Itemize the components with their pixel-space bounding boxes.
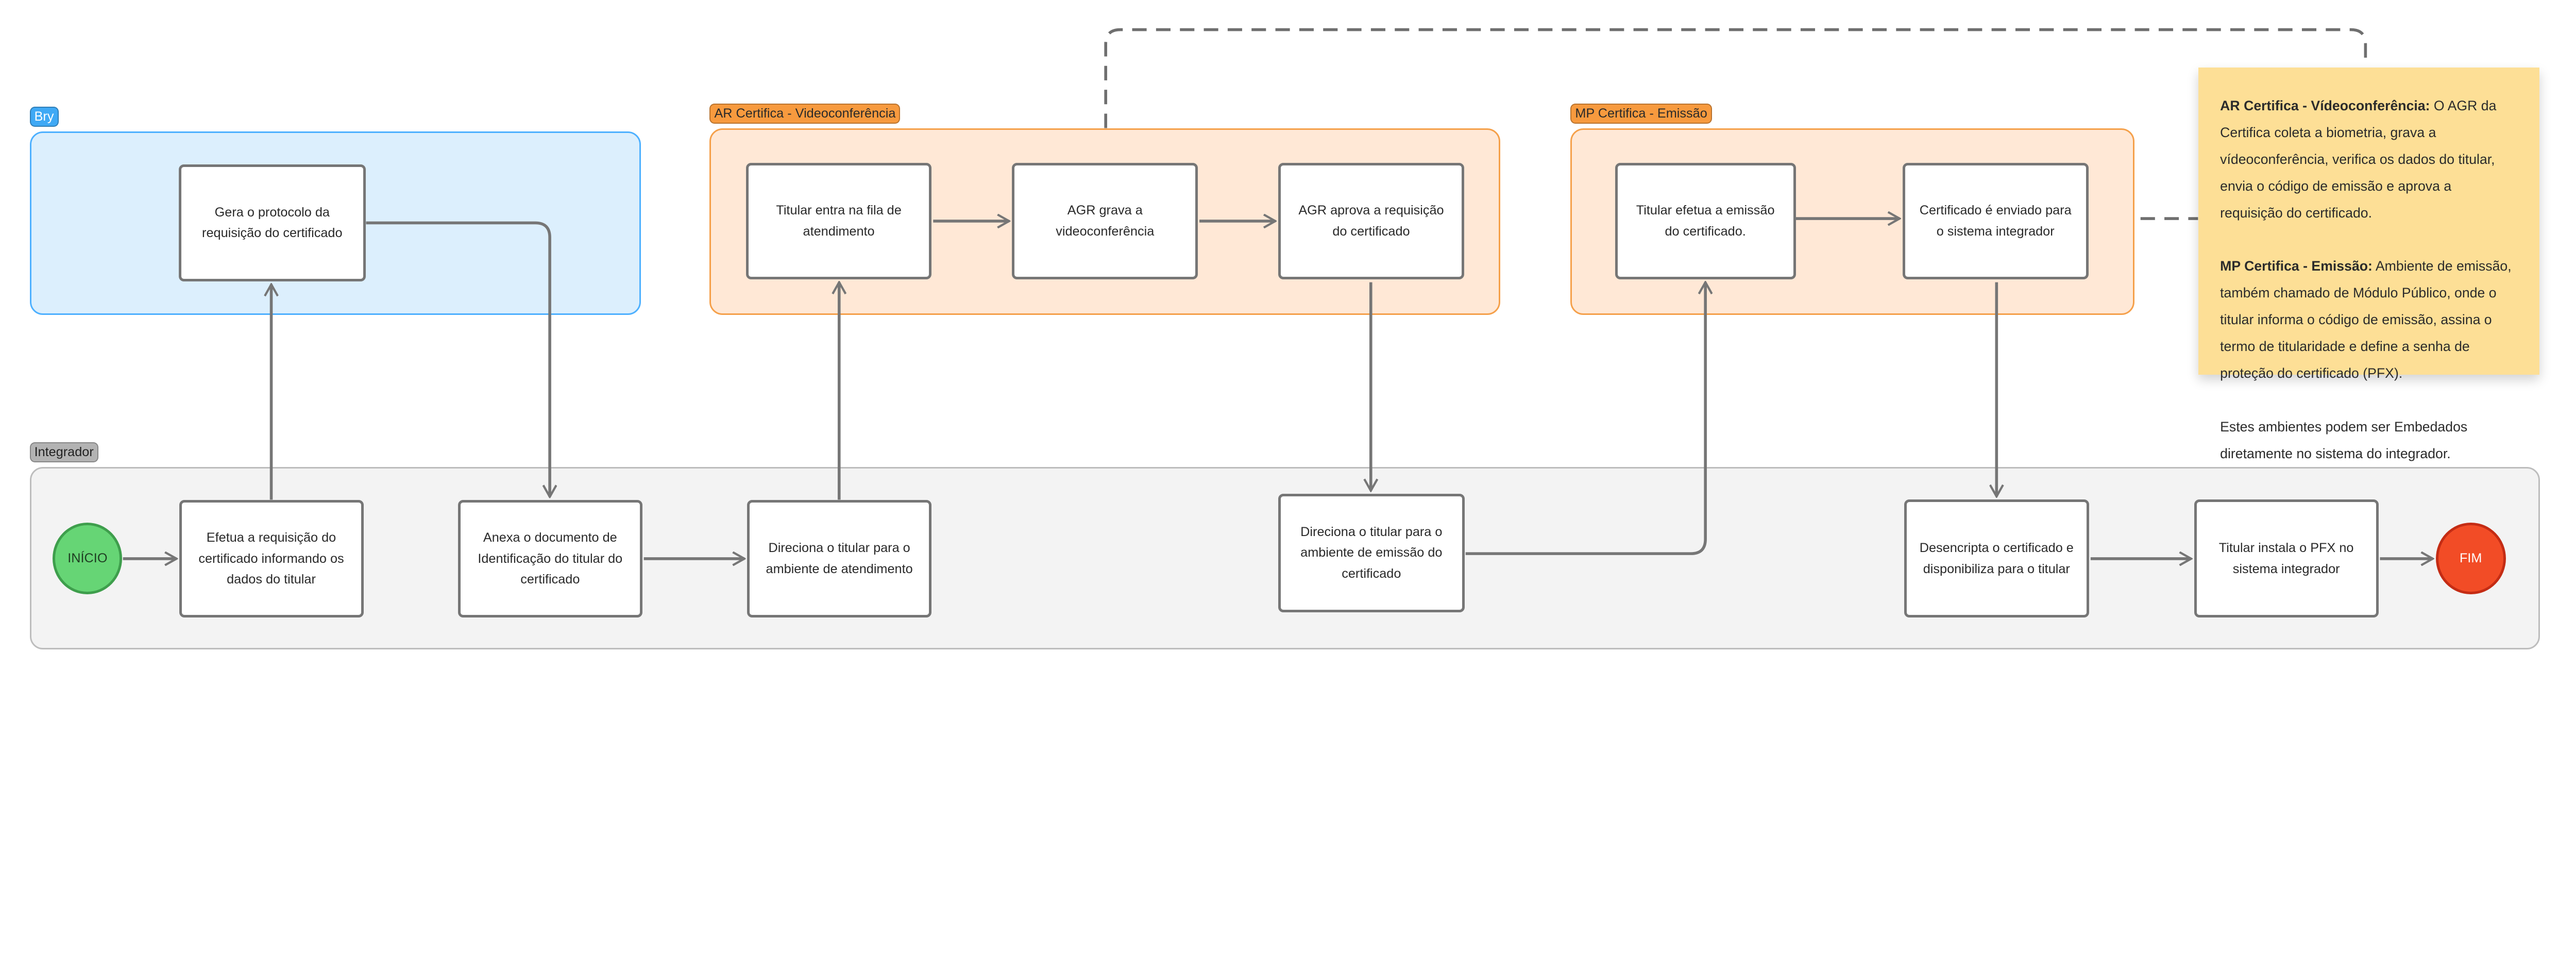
node-titular-emissao[interactable]: Titular efetua a emissão do certificado. <box>1615 162 1796 279</box>
node-direciona-atendimento[interactable]: Direciona o titular para o ambiente de a… <box>747 499 932 618</box>
node-label: Titular instala o PFX no sistema integra… <box>2218 540 2354 576</box>
note-title-mp: MP Certifica - Emissão: <box>2220 258 2372 274</box>
node-efetua-requisicao[interactable]: Efetua a requisição do certificado infor… <box>179 499 364 618</box>
node-label: Certificado é enviado para o sistema int… <box>1919 203 2072 239</box>
node-label: Titular entra na fila de atendimento <box>776 203 902 239</box>
node-label: INÍCIO <box>67 551 108 566</box>
note-title-ar: AR Certifica - Vídeoconferência: <box>2220 97 2430 113</box>
node-inicio[interactable]: INÍCIO <box>53 523 123 595</box>
node-label: Direciona o titular para o ambiente de e… <box>1300 524 1443 581</box>
note-text-embed: Estes ambientes podem ser Embedados dire… <box>2220 419 2468 462</box>
note-text-ar: O AGR da Certifica coleta a biometria, g… <box>2220 97 2497 221</box>
node-label: Desencripta o certificado e disponibiliz… <box>1919 540 2074 576</box>
node-desencripta[interactable]: Desencripta o certificado e disponibiliz… <box>1904 499 2090 618</box>
lane-label-integrador: Integrador <box>29 442 98 462</box>
node-label: FIM <box>2459 551 2482 566</box>
lane-label-ar: AR Certifica - Videoconferência <box>709 103 901 124</box>
node-agr-grava[interactable]: AGR grava a videoconferência <box>1012 162 1198 279</box>
node-gera-protocolo[interactable]: Gera o protocolo da requisição do certif… <box>178 164 366 282</box>
node-label: AGR aprova a requisição do certificado <box>1298 203 1444 239</box>
node-titular-instala[interactable]: Titular instala o PFX no sistema integra… <box>2194 499 2379 618</box>
node-direciona-emissao[interactable]: Direciona o titular para o ambiente de e… <box>1278 493 1465 612</box>
node-fim[interactable]: FIM <box>2435 522 2506 595</box>
arrow-direciona-emissao-titular <box>1465 282 1705 555</box>
node-label: Gera o protocolo da requisição do certif… <box>202 205 343 241</box>
node-anexa-documento[interactable]: Anexa o documento de Identificação do ti… <box>457 499 642 618</box>
node-certificado-enviado[interactable]: Certificado é enviado para o sistema int… <box>1902 162 2089 279</box>
node-label: Efetua a requisição do certificado infor… <box>198 530 344 587</box>
sticky-note[interactable]: AR Certifica - Vídeoconferência: O AGR d… <box>2198 67 2540 461</box>
node-label: Direciona o titular para o ambiente de a… <box>766 541 913 576</box>
note-paragraph-embed: Estes ambientes podem ser Embedados dire… <box>2220 414 2518 467</box>
connectors <box>123 28 2576 680</box>
note-paragraph-ar: AR Certifica - Vídeoconferência: O AGR d… <box>2220 93 2518 227</box>
lane-label-mp: MP Certifica - Emissão <box>1570 103 1712 124</box>
lane-label-bry: Bry <box>29 107 59 127</box>
dashed-link-ar-note <box>1104 28 2367 128</box>
arrow-gera-anexa <box>366 221 550 496</box>
note-text-mp: Ambiente de emissão, também chamado de M… <box>2220 258 2512 381</box>
node-titular-fila[interactable]: Titular entra na fila de atendimento <box>745 162 932 279</box>
node-label: Titular efetua a emissão do certificado. <box>1636 203 1775 239</box>
node-agr-aprova[interactable]: AGR aprova a requisição do certificado <box>1278 162 1464 279</box>
node-label: Anexa o documento de Identificação do ti… <box>478 530 623 587</box>
note-paragraph-mp: MP Certifica - Emissão: Ambiente de emis… <box>2220 253 2518 387</box>
node-label: AGR grava a videoconferência <box>1056 203 1155 239</box>
